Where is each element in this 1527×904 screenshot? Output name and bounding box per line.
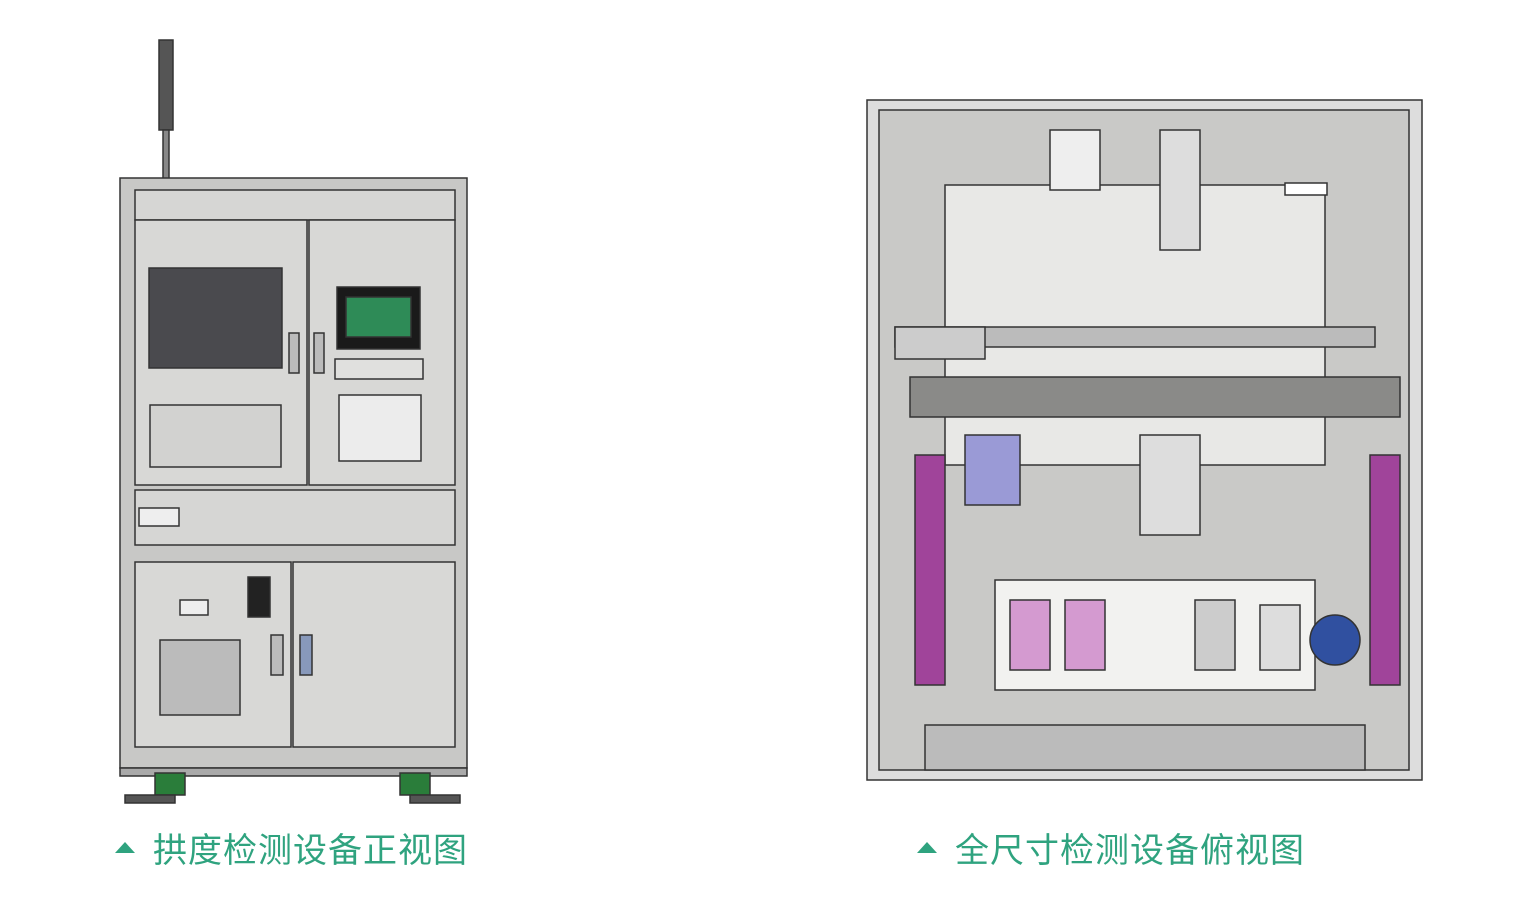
air-filter-box bbox=[159, 639, 241, 716]
gantry bbox=[909, 376, 1401, 418]
triangle-up-icon bbox=[917, 842, 937, 853]
right-rail bbox=[1369, 454, 1401, 686]
monitor bbox=[148, 267, 283, 369]
front-view-caption: 拱度检测设备正视图 bbox=[115, 823, 468, 872]
top-view-drawing bbox=[866, 99, 1423, 781]
motor bbox=[1309, 614, 1361, 666]
wheel-left bbox=[154, 772, 186, 796]
right-door bbox=[308, 219, 456, 486]
lower-right-door bbox=[292, 561, 456, 748]
triangle-up-icon bbox=[115, 842, 135, 853]
hmi-screen bbox=[345, 296, 412, 338]
caption-text: 全尺寸检测设备俯视图 bbox=[955, 831, 1305, 871]
caption-text: 拱度检测设备正视图 bbox=[153, 831, 468, 871]
wheel-right bbox=[399, 772, 431, 796]
signal-tower bbox=[158, 39, 174, 131]
top-view-caption: 全尺寸检测设备俯视图 bbox=[917, 823, 1305, 872]
left-rail bbox=[914, 454, 946, 686]
printer bbox=[338, 394, 422, 462]
front-view-drawing bbox=[119, 39, 468, 804]
